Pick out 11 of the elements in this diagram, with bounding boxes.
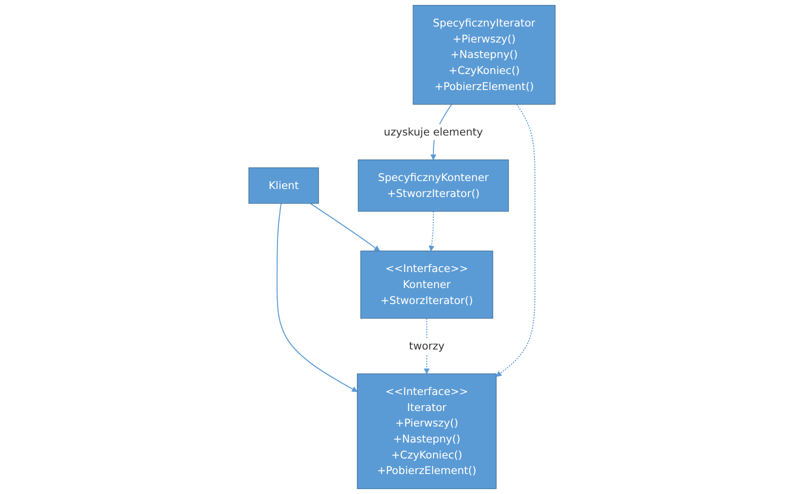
node-box: SpecyficznyKontener +StworzIterator() (358, 160, 509, 212)
edge-label: uzyskuje elementy (384, 125, 483, 138)
arrow (310, 202, 380, 252)
arrow (496, 104, 536, 377)
edge-label: tworzy (409, 339, 444, 352)
node-box: <<Interface>> Iterator +Pierwszy() +Nastepny() +CzyKoniec() +PobierzElement() (356, 373, 497, 490)
node-box: Klient (248, 167, 319, 204)
node-box: SpecyficznyIterator +Pierwszy() +Nastepny() +CzyKoniec() +PobierzElement() (412, 4, 556, 105)
arrow (276, 202, 358, 392)
arrow (428, 210, 434, 252)
node-box: <<Interface>> Kontener +StworzIterator() (360, 250, 494, 319)
